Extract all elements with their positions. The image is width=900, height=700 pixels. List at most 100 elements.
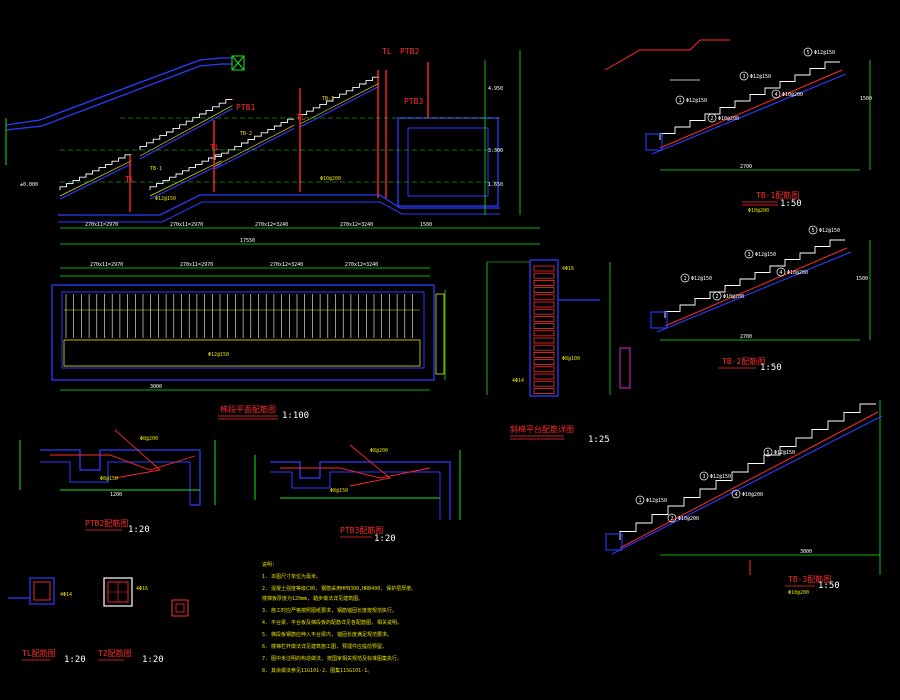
stirrup bbox=[533, 366, 555, 373]
tb3-title: TB-3配筋图 bbox=[788, 574, 831, 584]
tb1-callout-circle bbox=[803, 47, 813, 57]
tb1-callout-label: Φ10@200 bbox=[782, 92, 803, 98]
rebar-note-1: Φ12@150 bbox=[155, 196, 176, 202]
tb3-callout-number: 2 bbox=[671, 516, 674, 522]
stirrup bbox=[533, 315, 555, 322]
label-tb3: TB-3 bbox=[322, 96, 334, 102]
label-ptb1: PTB1 bbox=[236, 103, 255, 112]
tb3-callout-label: Φ10@200 bbox=[678, 516, 699, 522]
tb3-callout-label: Φ12@150 bbox=[774, 450, 795, 456]
main-flight-soffit-3 bbox=[214, 127, 295, 170]
tb3-sub: Φ10@200 bbox=[788, 590, 809, 596]
note-line-6: 5. 梯段板钢筋应伸入平台梁内, 锚固长度满足规范要求。 bbox=[262, 631, 392, 638]
main-flight-5 bbox=[139, 99, 233, 150]
tb3-callout-circle bbox=[731, 489, 741, 499]
main-flight-soffit-4 bbox=[299, 85, 380, 128]
stirrup bbox=[533, 323, 555, 330]
tb3-soffit bbox=[611, 415, 883, 555]
tz-rebar: 4Φ16 bbox=[136, 586, 148, 592]
main-flight-rebar-2 bbox=[149, 160, 222, 197]
dim-b: 270x11=2970 bbox=[170, 222, 203, 228]
label-tl-4: TL bbox=[382, 47, 392, 56]
dim-d: 270x12=3240 bbox=[340, 222, 373, 228]
tb3-dim-h: 3000 bbox=[800, 549, 812, 555]
label-tb1: TB-1 bbox=[150, 166, 162, 172]
ptb3-scale: 1:20 bbox=[374, 534, 396, 544]
tb2-dim-v: 1500 bbox=[856, 276, 868, 282]
tb2-rebar bbox=[664, 247, 848, 327]
tb3-callout-circle bbox=[635, 495, 645, 505]
note-line-7: 6. 楼梯栏杆做法详见建筑施工图, 预埋件应提前预留。 bbox=[262, 643, 387, 650]
tb1-beam bbox=[645, 133, 663, 151]
tz-title: TZ配筋图 bbox=[98, 648, 132, 658]
tb2-steps bbox=[664, 239, 845, 318]
tb2-title: TB-2配筋图 bbox=[722, 356, 765, 366]
tb1-steps bbox=[659, 61, 840, 140]
ptb2-title: PTB2配筋图 bbox=[85, 518, 128, 528]
detail-stirrups bbox=[533, 265, 555, 394]
tb1-callout-label: Φ12@150 bbox=[814, 50, 835, 56]
label-tl-3: TL bbox=[296, 113, 306, 122]
tb2-dim-h: 2700 bbox=[740, 334, 752, 340]
tb3-callout-circle bbox=[699, 471, 709, 481]
tb3-callout-label: Φ10@200 bbox=[742, 492, 763, 498]
detail-scale: 1:25 bbox=[588, 435, 610, 445]
note-line-9: 8. 其余做法参见11G101-2、图集11SG101-1。 bbox=[262, 667, 372, 674]
stirrup bbox=[533, 337, 555, 344]
note-line-5: 4. 平台梁、平台板及梯段板的配筋详见各配筋图, 相关说明。 bbox=[262, 619, 402, 626]
ptb3-rebar-2: Φ8@150 bbox=[330, 488, 348, 494]
plan-rebar: Φ12@150 bbox=[208, 352, 229, 358]
tb3-steps bbox=[619, 403, 876, 540]
tb3-callout-label: Φ12@150 bbox=[646, 498, 667, 504]
rebar-note-2: Φ10@200 bbox=[320, 176, 341, 182]
tb1-callout-number: 2 bbox=[711, 116, 714, 122]
detail-rebar-3: Φ8@100 bbox=[562, 356, 580, 362]
plan-stair-treads bbox=[65, 294, 413, 338]
stirrup bbox=[533, 279, 555, 286]
tb1-callout-label: Φ12@150 bbox=[686, 98, 707, 104]
stirrup bbox=[533, 373, 555, 380]
tb1-dim-h: 2700 bbox=[740, 164, 752, 170]
main-flight-1 bbox=[59, 154, 132, 190]
tb1-dim-v: 1500 bbox=[860, 96, 872, 102]
stirrup bbox=[533, 330, 555, 337]
tb2-callout-label: Φ10@200 bbox=[787, 270, 808, 276]
tb3-callout-number: 5 bbox=[767, 450, 770, 456]
tb3-callout-circle bbox=[667, 513, 677, 523]
level-1: ±0.000 bbox=[20, 182, 38, 188]
tz-scale: 1:20 bbox=[142, 655, 164, 665]
level-3: 3.300 bbox=[488, 148, 503, 154]
tb2-callout-circle bbox=[744, 249, 754, 259]
tb1-title: TB-1配筋图 bbox=[756, 190, 799, 200]
level-4: 4.950 bbox=[488, 86, 503, 92]
detail-rebar-1: 4Φ16 bbox=[562, 266, 574, 272]
dim-total: 17550 bbox=[240, 238, 255, 244]
dim-a: 270x11=2970 bbox=[85, 222, 118, 228]
tb1-rebar bbox=[659, 69, 843, 149]
dim-e: 1500 bbox=[420, 222, 432, 228]
level-2: 1.650 bbox=[488, 182, 503, 188]
tb3-callout-number: 4 bbox=[735, 492, 738, 498]
tb1-callout-number: 5 bbox=[807, 50, 810, 56]
note-line-1: 1. 本图尺寸单位为毫米。 bbox=[262, 573, 321, 580]
tb3-beam bbox=[605, 533, 623, 551]
tb3-rebar bbox=[619, 411, 879, 549]
tl-scale: 1:20 bbox=[64, 655, 86, 665]
tb2-callout-label: Φ12@150 bbox=[755, 252, 776, 258]
detail-rebar-2: 4Φ14 bbox=[512, 378, 524, 384]
plan-title: 梯段平面配筋图 bbox=[220, 404, 276, 414]
main-stair-flights bbox=[59, 76, 380, 200]
plan-view: 270x11=2970 270x11=2970 270x12=3240 270x… bbox=[51, 262, 446, 421]
ptb2-dim: 1200 bbox=[110, 492, 122, 498]
tb3-scale: 1:50 bbox=[818, 581, 840, 591]
main-flight-3 bbox=[214, 118, 295, 160]
ptb3-rebar-1: Φ8@200 bbox=[370, 448, 388, 454]
tb2-callout-number: 4 bbox=[780, 270, 783, 276]
tb1-callout-circle bbox=[771, 89, 781, 99]
stirrup bbox=[533, 294, 555, 301]
stirrup bbox=[533, 344, 555, 351]
dim-c: 270x12=3240 bbox=[255, 222, 288, 228]
main-flight-rebar-1 bbox=[59, 160, 132, 197]
